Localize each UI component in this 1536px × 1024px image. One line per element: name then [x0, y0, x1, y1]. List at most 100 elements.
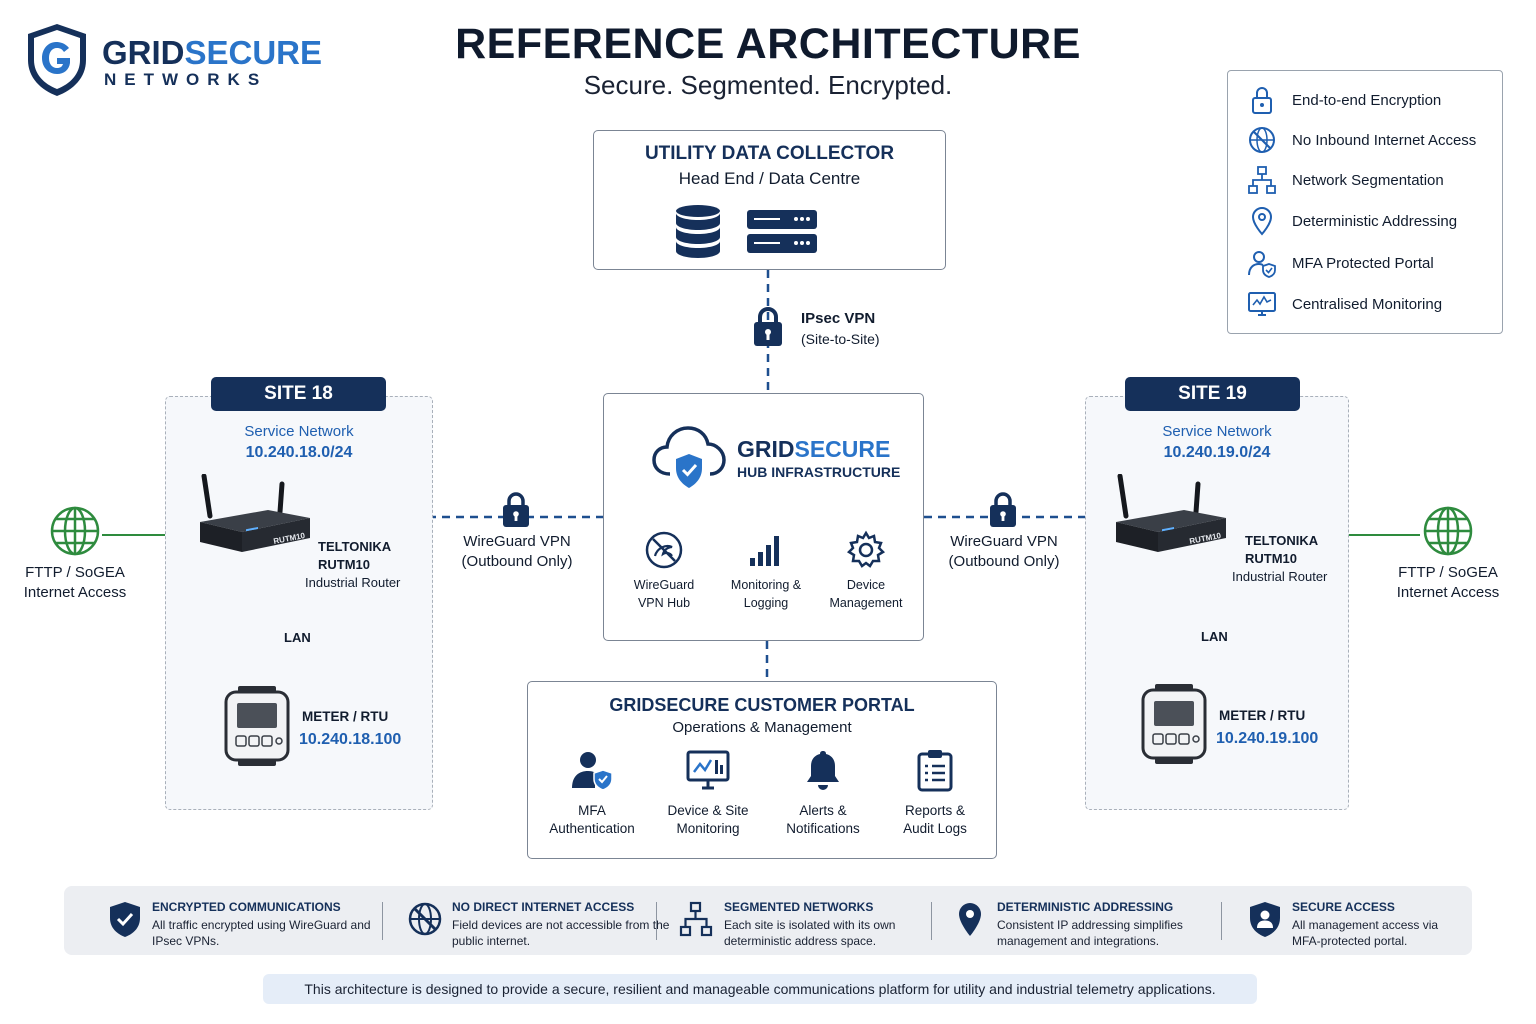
router-type: Industrial Router: [1232, 569, 1328, 584]
wireguard-label-left: WireGuard VPN (Outbound Only): [442, 532, 592, 572]
legend-label: Centralised Monitoring: [1292, 295, 1443, 313]
wireguard-label-right: WireGuard VPN (Outbound Only): [929, 532, 1079, 572]
internet-access-left: FTTP / SoGEA Internet Access: [10, 505, 140, 603]
portal-item-label: Authentication: [549, 821, 635, 836]
site-19-subnet: 10.240.19.0/24: [1163, 444, 1271, 461]
gear-icon: [846, 530, 886, 568]
feature-separator: [382, 902, 383, 940]
feature-title: SEGMENTED NETWORKS: [724, 900, 874, 914]
globe-icon: [1423, 506, 1473, 556]
ipsec-lock-icon: [754, 307, 782, 346]
page-subtitle: Secure. Segmented. Encrypted.: [583, 70, 953, 100]
meter-icon-site-19: [1141, 684, 1207, 764]
portal-item-label: Notifications: [786, 821, 860, 836]
ipsec-label: IPsec VPN: [801, 310, 876, 327]
feature-desc: All management access via MFA-protected …: [1292, 918, 1439, 948]
router-brand: TELTONIKA: [1245, 533, 1319, 548]
portal-item-mfa: MFA Authentication: [537, 748, 647, 838]
internet-sublabel: Internet Access: [1396, 584, 1500, 601]
site-18-router-label: TELTONIKA RUTM10 Industrial Router: [305, 538, 400, 592]
wireguard-lock-icon-right: [990, 492, 1016, 527]
site-19-tab: SITE 19: [1125, 377, 1300, 411]
portal-item-label: Audit Logs: [903, 821, 967, 836]
portal-item-label: Reports &: [904, 803, 966, 818]
wireguard-lock-icon-left: [503, 492, 529, 527]
router-icon-site-18: RUTM10: [200, 474, 310, 552]
hub-item-label: VPN Hub: [637, 596, 691, 610]
feature-desc: Field devices are not accessible from th…: [452, 918, 670, 948]
site-19-meter-label: METER / RTU: [1219, 708, 1306, 723]
network-tree-icon: [1248, 166, 1276, 194]
router-model: RUTM10: [1245, 551, 1298, 566]
meter-icon-site-18: [224, 686, 290, 766]
legend-item: Deterministic Addressing: [1246, 204, 1457, 238]
ipsec-sublabel: (Site-to-Site): [801, 331, 880, 347]
hub-item-label: Logging: [743, 596, 789, 610]
logo-word-grid: GRID: [102, 34, 185, 71]
router-brand: TELTONIKA: [318, 539, 392, 554]
router-model: RUTM10: [318, 557, 371, 572]
no-globe-icon: [408, 902, 442, 936]
bar-chart-icon: [750, 536, 779, 566]
feature-no-internet: NO DIRECT INTERNET ACCESS Field devices …: [406, 886, 676, 955]
legend-panel: End-to-end Encryption No Inbound Interne…: [1227, 70, 1503, 334]
site-18-lan-label: LAN: [284, 630, 311, 645]
legend-label: Network Segmentation: [1292, 171, 1444, 189]
wireguard-label: WireGuard VPN: [950, 533, 1058, 550]
router-type: Industrial Router: [305, 575, 401, 590]
shield-logo-icon: [28, 24, 86, 96]
legend-label: MFA Protected Portal: [1292, 254, 1434, 272]
portal-item-label: Alerts &: [799, 803, 847, 818]
site-19-panel: SITE 19 Service Network 10.240.19.0/24: [1085, 377, 1349, 810]
feature-deterministic: DETERMINISTIC ADDRESSING Consistent IP a…: [951, 886, 1221, 955]
portal-item-label: MFA: [578, 803, 606, 818]
legend-item: Centralised Monitoring: [1246, 287, 1442, 321]
site-19-service-network: Service Network: [1162, 423, 1272, 440]
feature-separator: [1221, 902, 1222, 940]
wireguard-icon: [645, 531, 683, 569]
portal-title: GRIDSECURE CUSTOMER PORTAL: [609, 695, 915, 715]
logo-word-secure: SECURE: [184, 34, 323, 71]
location-pin-icon: [1251, 207, 1273, 236]
site-18-tab: SITE 18: [211, 377, 386, 411]
logo-word-networks: NETWORKS: [104, 70, 268, 89]
portal-item-label: Monitoring: [676, 821, 740, 836]
router-icon-site-19: RUTM10: [1116, 474, 1226, 552]
collector-title: UTILITY DATA COLLECTOR: [644, 143, 895, 164]
hub-item-label: Management: [829, 596, 903, 610]
feature-title: NO DIRECT INTERNET ACCESS: [452, 900, 635, 914]
internet-access-right: FTTP / SoGEA Internet Access: [1383, 505, 1513, 603]
portal-item-label: Device & Site: [667, 803, 749, 818]
feature-title: DETERMINISTIC ADDRESSING: [997, 900, 1174, 914]
monitor-chart-icon: [1248, 292, 1276, 316]
shield-check-icon: [110, 902, 140, 937]
hub-item-label: Monitoring &: [730, 578, 802, 592]
legend-label: Deterministic Addressing: [1292, 212, 1458, 230]
company-logo: GRIDSECURE NETWORKS: [24, 22, 324, 102]
location-pin-icon: [959, 903, 981, 936]
globe-icon: [50, 506, 100, 556]
footnote-banner: This architecture is designed to provide…: [263, 974, 1257, 1004]
site-19-meter-ip: 10.240.19.100: [1216, 730, 1319, 747]
feature-desc: All traffic encrypted using WireGuard an…: [152, 918, 371, 948]
network-tree-icon: [679, 901, 713, 937]
internet-label: FTTP / SoGEA: [1398, 564, 1498, 581]
site-19-lan-label: LAN: [1201, 629, 1228, 644]
site-19-router-label: TELTONIKA RUTM10 Industrial Router: [1232, 532, 1327, 586]
feature-segmented: SEGMENTED NETWORKS Each site is isolated…: [678, 886, 948, 955]
server-rack-icon: [747, 210, 817, 253]
bell-icon: [807, 751, 839, 790]
cloud-shield-icon: [652, 426, 726, 488]
hub-brand-secure: SECURE: [794, 436, 891, 462]
portal-subtitle: Operations & Management: [672, 719, 852, 736]
hub-item-wireguard: WireGuard VPN Hub: [614, 530, 714, 612]
legend-label: End-to-end Encryption: [1292, 91, 1442, 109]
wireguard-sublabel: (Outbound Only): [948, 553, 1060, 570]
user-shield-icon: [1248, 251, 1276, 278]
feature-desc: Each site is isolated with its own deter…: [724, 918, 896, 948]
site-18-service-network: Service Network: [244, 423, 354, 440]
legend-item: Network Segmentation: [1246, 163, 1444, 197]
hub-subtitle: HUB INFRASTRUCTURE: [737, 464, 901, 480]
portal-item-reports: Reports & Audit Logs: [880, 748, 990, 838]
utility-data-collector-box: UTILITY DATA COLLECTOR Head End / Data C…: [593, 130, 946, 270]
